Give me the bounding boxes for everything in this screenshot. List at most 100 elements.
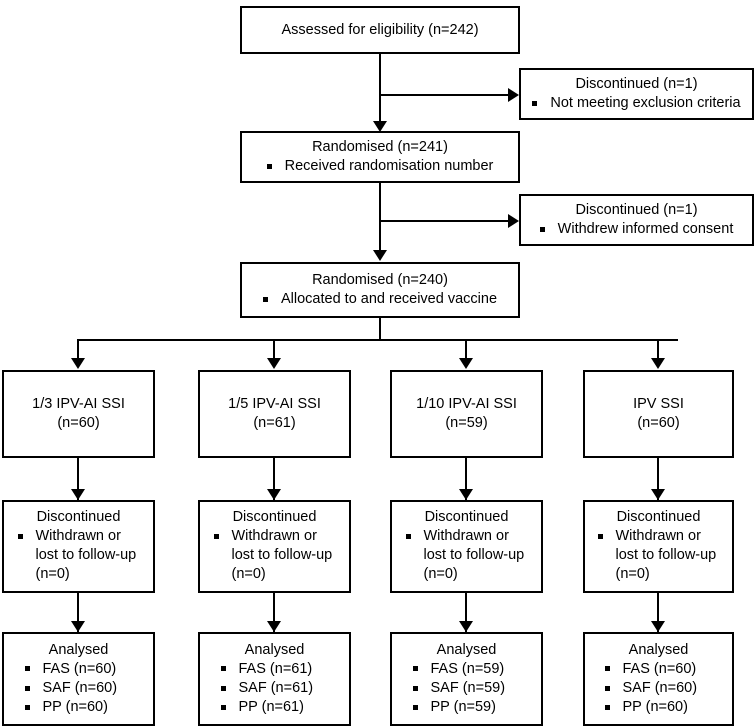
discontinued-title-arm-4: Discontinued bbox=[616, 509, 701, 526]
connector-fork-bar bbox=[77, 339, 678, 341]
bullet-square-icon bbox=[24, 685, 30, 691]
discontinued-bullets-arm-2: Withdrawn or lost to follow-up (n=0) bbox=[213, 527, 336, 584]
allocation-title-arm-3: 1/10 IPV-AI SSI bbox=[416, 396, 517, 413]
node-randomised241-bullets: Received randomisation number bbox=[242, 157, 518, 176]
bullet-square-icon bbox=[220, 666, 226, 672]
list-item: PP (n=61) bbox=[220, 698, 329, 717]
bullet-square-icon bbox=[532, 100, 538, 106]
node-allocation-arm-2: 1/5 IPV-AI SSI (n=61) bbox=[198, 370, 351, 458]
list-item: Withdrawn or lost to follow-up (n=0) bbox=[213, 527, 336, 584]
connector-assessed-to-randomised241 bbox=[379, 54, 381, 126]
connector-arm4-discontinued-to-analysed bbox=[657, 593, 659, 632]
list-item: FAS (n=59) bbox=[412, 660, 521, 679]
node-excluded1-title: Discontinued (n=1) bbox=[575, 76, 698, 93]
list-item: PP (n=59) bbox=[412, 698, 521, 717]
list-item: FAS (n=61) bbox=[220, 660, 329, 679]
list-item: FAS (n=60) bbox=[24, 660, 133, 679]
connector-arm2-discontinued-to-analysed bbox=[273, 593, 275, 632]
arrowhead-arm1-discontinued bbox=[71, 489, 85, 500]
bullet-square-icon bbox=[604, 685, 610, 691]
connector-branch-to-excluded1 bbox=[379, 94, 511, 96]
bullet-square-icon bbox=[17, 533, 23, 539]
connector-branch-to-excluded2 bbox=[379, 220, 511, 222]
arrowhead-arm1-analysed bbox=[71, 621, 85, 632]
list-item: Withdrawn or lost to follow-up (n=0) bbox=[17, 527, 140, 584]
bullet-square-icon bbox=[220, 704, 226, 710]
arrowhead-fork-arm4 bbox=[651, 358, 665, 369]
bullet-square-icon bbox=[412, 685, 418, 691]
arrowhead-branch-to-excluded1 bbox=[508, 88, 519, 102]
analysed-title-arm-1: Analysed bbox=[48, 641, 109, 658]
list-item: Received randomisation number bbox=[266, 157, 493, 176]
analysed-title-arm-3: Analysed bbox=[436, 641, 497, 658]
bullet-square-icon bbox=[266, 163, 272, 169]
node-analysed-arm-4: Analysed FAS (n=60) SAF (n=60) PP (n=60) bbox=[583, 632, 734, 726]
node-allocation-arm-3: 1/10 IPV-AI SSI (n=59) bbox=[390, 370, 543, 458]
node-assessed-title: Assessed for eligibility (n=242) bbox=[281, 21, 479, 38]
bullet-square-icon bbox=[405, 533, 411, 539]
list-item: Allocated to and received vaccine bbox=[262, 290, 497, 309]
arrowhead-assessed-to-randomised241 bbox=[373, 121, 387, 132]
allocation-count-arm-4: (n=60) bbox=[637, 415, 680, 431]
node-randomised-241: Randomised (n=241) Received randomisatio… bbox=[240, 131, 520, 183]
arrowhead-fork-arm2 bbox=[267, 358, 281, 369]
node-discontinued-exclusion-criteria: Discontinued (n=1) Not meeting exclusion… bbox=[519, 68, 754, 120]
discontinued-title-arm-3: Discontinued bbox=[424, 509, 509, 526]
list-item: Withdrawn or lost to follow-up (n=0) bbox=[597, 527, 720, 584]
arrowhead-arm3-discontinued bbox=[459, 489, 473, 500]
list-item: Withdrew informed consent bbox=[539, 220, 733, 239]
bullet-square-icon bbox=[597, 533, 603, 539]
connector-randomised241-to-randomised240 bbox=[379, 183, 381, 255]
bullet-square-icon bbox=[220, 685, 226, 691]
allocation-count-arm-3: (n=59) bbox=[445, 415, 488, 431]
connector-fork-drop-arm1 bbox=[77, 339, 79, 361]
bullet-square-icon bbox=[539, 226, 545, 232]
bullet-square-icon bbox=[604, 666, 610, 672]
bullet-square-icon bbox=[412, 704, 418, 710]
arrowhead-fork-arm1 bbox=[71, 358, 85, 369]
connector-arm2-alloc-to-discontinued bbox=[273, 458, 275, 500]
arrowhead-fork-arm3 bbox=[459, 358, 473, 369]
connector-arm1-discontinued-to-analysed bbox=[77, 593, 79, 632]
node-excluded1-bullets: Not meeting exclusion criteria bbox=[521, 94, 752, 113]
allocation-count-arm-2: (n=61) bbox=[253, 415, 296, 431]
node-analysed-arm-2: Analysed FAS (n=61) SAF (n=61) PP (n=61) bbox=[198, 632, 351, 726]
analysed-bullets-arm-3: FAS (n=59) SAF (n=59) PP (n=59) bbox=[412, 660, 521, 717]
node-analysed-arm-1: Analysed FAS (n=60) SAF (n=60) PP (n=60) bbox=[2, 632, 155, 726]
node-discontinued-withdrew-consent: Discontinued (n=1) Withdrew informed con… bbox=[519, 194, 754, 246]
arrowhead-branch-to-excluded2 bbox=[508, 214, 519, 228]
node-allocation-arm-1: 1/3 IPV-AI SSI (n=60) bbox=[2, 370, 155, 458]
allocation-title-arm-2: 1/5 IPV-AI SSI bbox=[228, 396, 321, 413]
analysed-bullets-arm-4: FAS (n=60) SAF (n=60) PP (n=60) bbox=[604, 660, 713, 717]
arrowhead-randomised241-to-randomised240 bbox=[373, 250, 387, 261]
connector-fork-drop-arm2 bbox=[273, 339, 275, 361]
list-item: SAF (n=60) bbox=[604, 679, 713, 698]
arrowhead-arm4-discontinued bbox=[651, 489, 665, 500]
list-item: Withdrawn or lost to follow-up (n=0) bbox=[405, 527, 528, 584]
analysed-title-arm-2: Analysed bbox=[244, 641, 305, 658]
arrowhead-arm3-analysed bbox=[459, 621, 473, 632]
allocation-title-arm-4: IPV SSI bbox=[633, 396, 684, 413]
discontinued-title-arm-2: Discontinued bbox=[232, 509, 317, 526]
connector-randomised240-to-fork bbox=[379, 318, 381, 340]
node-randomised240-title: Randomised (n=240) bbox=[312, 272, 448, 289]
bullet-square-icon bbox=[604, 704, 610, 710]
discontinued-title-arm-1: Discontinued bbox=[36, 509, 121, 526]
allocation-title-arm-1: 1/3 IPV-AI SSI bbox=[32, 396, 125, 413]
list-item: SAF (n=61) bbox=[220, 679, 329, 698]
node-excluded2-title: Discontinued (n=1) bbox=[575, 202, 698, 219]
bullet-square-icon bbox=[24, 666, 30, 672]
arrowhead-arm2-discontinued bbox=[267, 489, 281, 500]
list-item: PP (n=60) bbox=[24, 698, 133, 717]
node-discontinued-arm-4: Discontinued Withdrawn or lost to follow… bbox=[583, 500, 734, 593]
node-randomised240-bullets: Allocated to and received vaccine bbox=[242, 290, 518, 309]
discontinued-bullets-arm-4: Withdrawn or lost to follow-up (n=0) bbox=[597, 527, 720, 584]
node-excluded2-bullets: Withdrew informed consent bbox=[521, 220, 752, 239]
node-discontinued-arm-3: Discontinued Withdrawn or lost to follow… bbox=[390, 500, 543, 593]
list-item: SAF (n=59) bbox=[412, 679, 521, 698]
analysed-title-arm-4: Analysed bbox=[628, 641, 689, 658]
arrowhead-arm2-analysed bbox=[267, 621, 281, 632]
discontinued-bullets-arm-1: Withdrawn or lost to follow-up (n=0) bbox=[17, 527, 140, 584]
node-assessed-for-eligibility: Assessed for eligibility (n=242) bbox=[240, 6, 520, 54]
allocation-count-arm-1: (n=60) bbox=[57, 415, 100, 431]
